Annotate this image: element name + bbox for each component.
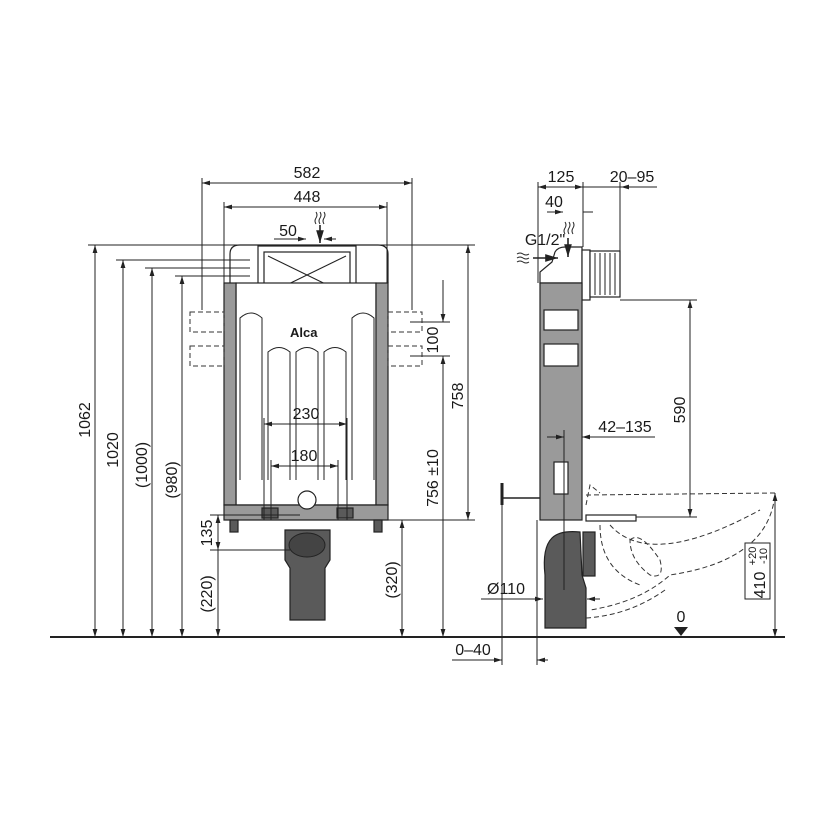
dim-410: 410 xyxy=(752,572,769,599)
right-post xyxy=(375,282,389,506)
dim-pipe-diameter: Ø110 xyxy=(487,581,525,598)
dim-758: 758 xyxy=(450,383,467,410)
dim-230: 230 xyxy=(293,406,320,423)
dim-40: 40 xyxy=(545,194,563,211)
dim-980: (980) xyxy=(164,461,181,498)
alca-logo: Alca xyxy=(290,325,318,340)
dim-1000: (1000) xyxy=(134,442,151,488)
dim-756: 756 ±10 xyxy=(425,449,442,507)
dim-42-135: 42–135 xyxy=(598,419,651,436)
dim-320: (320) xyxy=(384,561,401,598)
dim-135: 135 xyxy=(199,520,216,547)
dim-582: 582 xyxy=(294,165,321,182)
dim-100: 100 xyxy=(425,327,442,354)
side-dimensions: 125 20–95 40 G1/2" 590 42–135 Ø110 0–40 … xyxy=(452,169,778,665)
dim-220: (220) xyxy=(199,575,216,612)
dim-125: 125 xyxy=(548,169,575,186)
front-dimensions: 582 448 50 1062 1020 (1000) (980) 135 (2… xyxy=(77,165,475,637)
dim-1062: 1062 xyxy=(77,402,94,438)
dim-50: 50 xyxy=(279,223,297,240)
dim-410-tol-minus: -10 xyxy=(758,548,770,564)
dim-20-95: 20–95 xyxy=(610,169,655,186)
side-view xyxy=(500,221,776,629)
dim-590: 590 xyxy=(672,397,689,424)
toilet-outline xyxy=(585,484,776,619)
dim-0-40: 0–40 xyxy=(455,642,491,659)
dim-180: 180 xyxy=(291,448,318,465)
dim-448: 448 xyxy=(294,189,321,206)
floor-level-marker xyxy=(674,627,688,636)
left-post xyxy=(223,282,237,506)
dim-1020: 1020 xyxy=(105,432,122,468)
dim-410-tol-plus: +20 xyxy=(747,547,759,566)
drain-pipe-side xyxy=(543,531,587,629)
floor-level-label: 0 xyxy=(677,609,686,626)
water-inlet-label: G1/2" xyxy=(525,232,565,249)
